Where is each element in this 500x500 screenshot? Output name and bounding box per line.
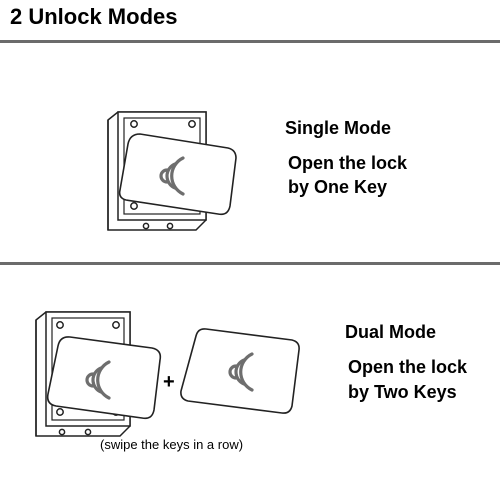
dual-nfc-icon-1 [85, 360, 111, 400]
middle-divider [0, 262, 500, 265]
single-mode-desc-line2: by One Key [288, 177, 388, 197]
dual-nfc-icon-2 [228, 352, 254, 392]
single-key-card [118, 133, 237, 216]
dual-mode-caption: (swipe the keys in a row) [100, 437, 244, 452]
dual-mode-desc-line1: Open the lock [348, 357, 468, 377]
dual-key-card-1 [46, 336, 162, 420]
plus-sign: + [163, 371, 175, 393]
dual-mode-desc-line2: by Two Keys [348, 382, 457, 402]
dual-mode-title: Dual Mode [345, 322, 437, 342]
top-divider [0, 40, 500, 43]
single-mode-desc-line1: Open the lock [288, 153, 408, 173]
page-title: 2 Unlock Modes [10, 4, 178, 29]
single-mode-title: Single Mode [285, 118, 392, 138]
single-nfc-icon [159, 156, 185, 196]
